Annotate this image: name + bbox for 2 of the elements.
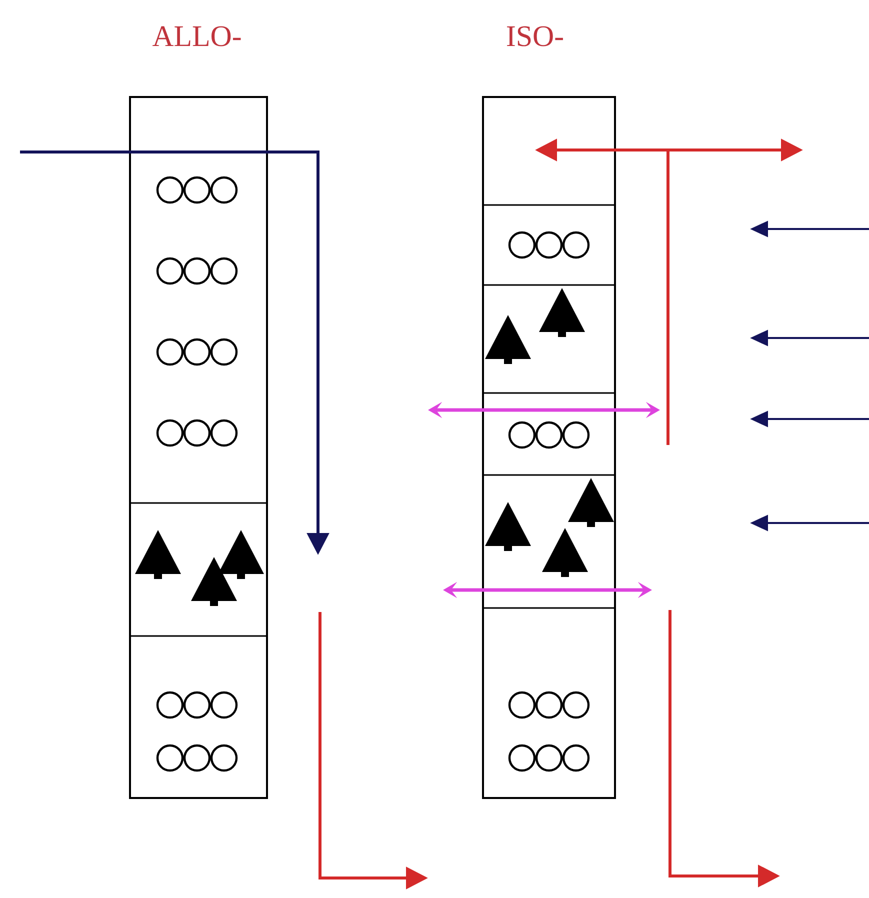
- heading: ALLO-: [152, 26, 241, 46]
- heading: ISO-: [507, 26, 563, 46]
